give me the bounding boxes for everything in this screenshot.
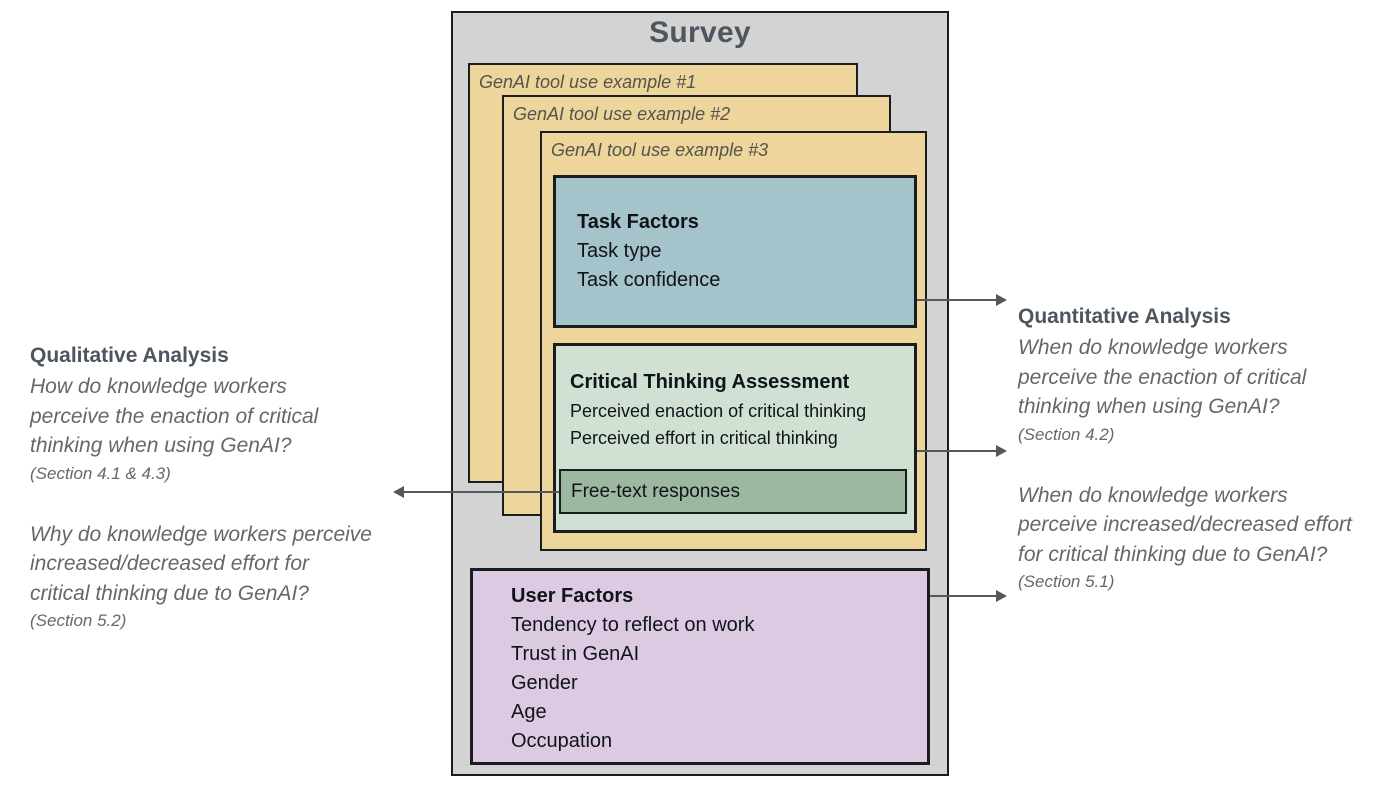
user-factors-item: Gender: [511, 672, 578, 694]
quantitative-analysis-title: Quantitative Analysis: [1018, 305, 1231, 328]
user-factors-box: User Factors Tendency to reflect on work…: [470, 568, 930, 765]
qualitative-question-1-section-ref: (Section 4.1 & 4.3): [30, 463, 171, 483]
quantitative-question-2-section-ref: (Section 5.1): [1018, 572, 1115, 591]
task-factors-box: Task Factors Task type Task confidence: [553, 175, 917, 328]
task-factors-item: Task type: [577, 240, 662, 262]
genai-example-card-1-label: GenAI tool use example #1: [479, 72, 697, 92]
free-text-responses-label: Free-text responses: [571, 480, 740, 502]
quantitative-question-1-section-ref: (Section 4.2): [1018, 424, 1115, 444]
task-factors-title: Task Factors: [577, 211, 699, 233]
quantitative-analysis-block: Quantitative Analysis When do knowledge …: [1018, 302, 1396, 594]
task-factors-item: Task confidence: [577, 269, 721, 291]
genai-example-card-3-label: GenAI tool use example #3: [551, 140, 769, 160]
quantitative-question-2: When do knowledge workers perceive incre…: [1018, 483, 1352, 566]
arrow-free-text-to-qualitative: [393, 486, 559, 498]
critical-thinking-item: Perceived effort in critical thinking: [570, 428, 838, 448]
user-factors-item: Occupation: [511, 730, 613, 752]
critical-thinking-title: Critical Thinking Assessment: [570, 371, 850, 393]
qualitative-question-1: How do knowledge workers perceive the en…: [30, 375, 319, 457]
arrow-critical-thinking-to-quantitative: [917, 445, 1007, 457]
quantitative-question-1: When do knowledge workers perceive the e…: [1018, 336, 1307, 418]
arrow-task-factors-to-quantitative: [917, 294, 1007, 306]
user-factors-title: User Factors: [511, 585, 634, 607]
free-text-responses-box: Free-text responses: [559, 469, 907, 514]
qualitative-analysis-block: Qualitative Analysis How do knowledge wo…: [30, 341, 420, 633]
qualitative-analysis-title: Qualitative Analysis: [30, 344, 229, 367]
survey-title: Survey: [649, 16, 751, 49]
qualitative-question-2-section-ref: (Section 5.2): [30, 611, 127, 630]
qualitative-question-2: Why do knowledge workers perceive increa…: [30, 522, 372, 605]
user-factors-item: Tendency to reflect on work: [511, 614, 755, 636]
arrow-user-factors-to-quantitative: [930, 590, 1007, 602]
critical-thinking-item: Perceived enaction of critical thinking: [570, 401, 867, 421]
genai-example-card-2-label: GenAI tool use example #2: [513, 104, 731, 124]
user-factors-item: Age: [511, 701, 547, 723]
user-factors-item: Trust in GenAI: [511, 643, 640, 665]
